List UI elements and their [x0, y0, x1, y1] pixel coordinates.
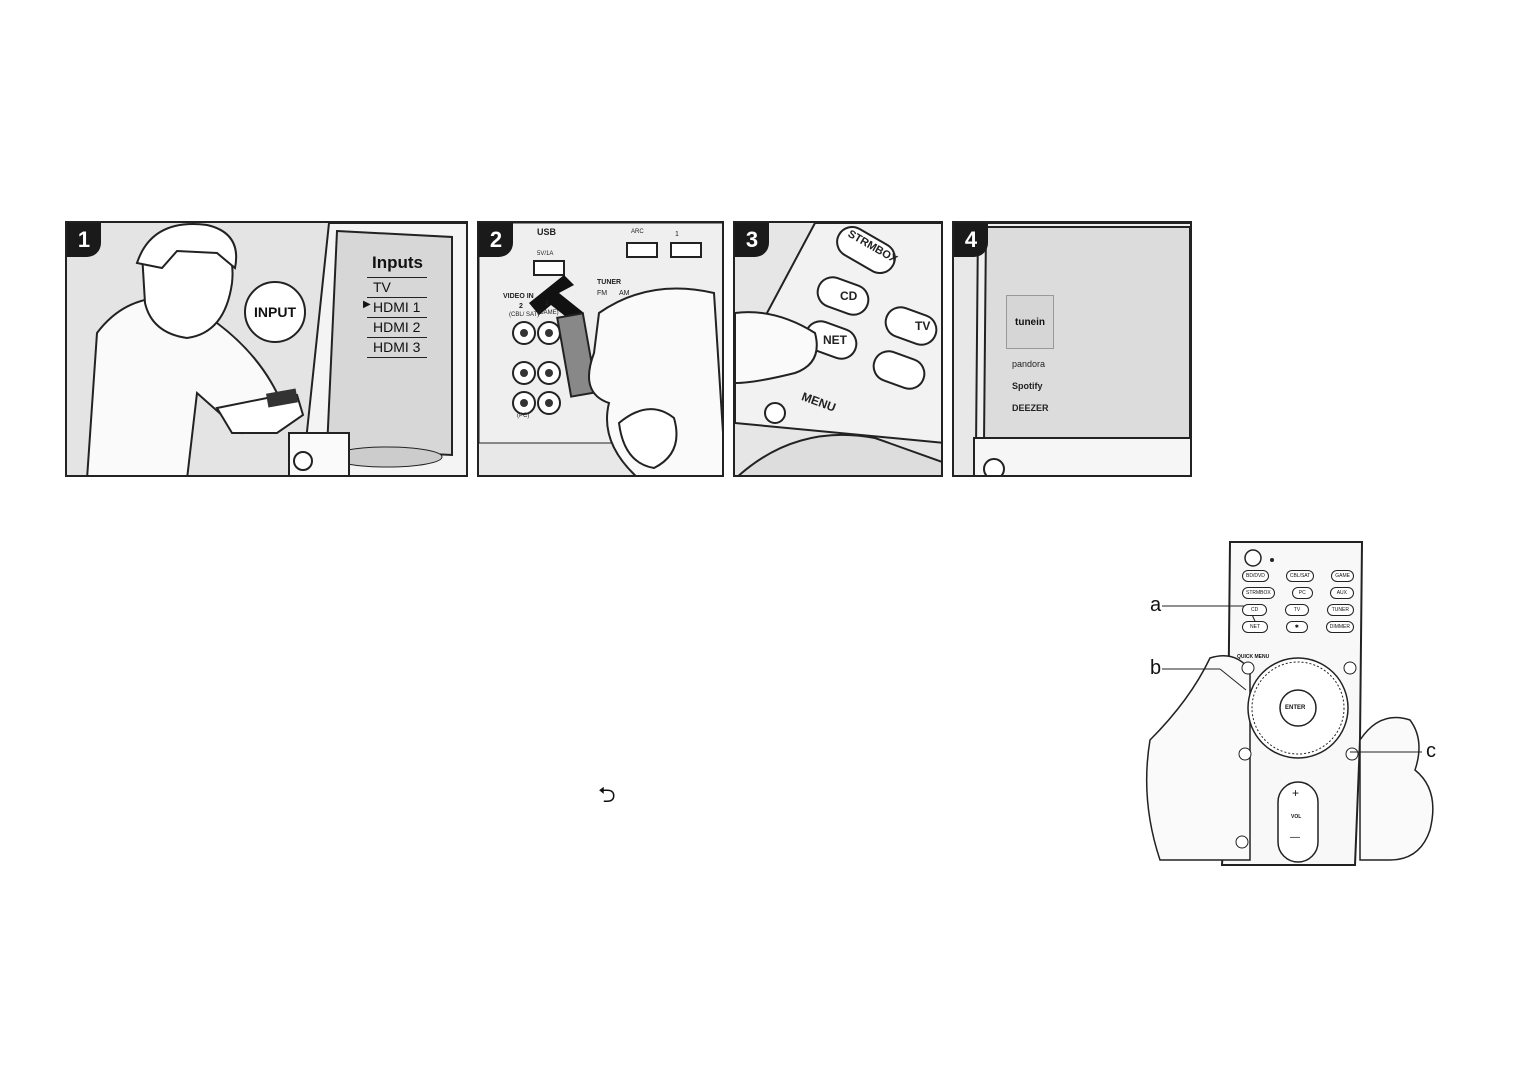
- enter-button[interactable]: ENTER: [1285, 705, 1306, 711]
- deezer-label: DEEZER: [1012, 403, 1049, 413]
- pc-label: (PC): [517, 413, 530, 419]
- cd-key: CD: [840, 289, 858, 303]
- input-item-tv: TV: [373, 279, 391, 295]
- step-3-illustration: 3 STRMBOX CD TV NET MENU: [733, 221, 943, 477]
- divider: [367, 357, 427, 358]
- usb-power-label: 5V/1A: [537, 251, 554, 257]
- arc-label: ARC: [631, 229, 644, 235]
- tv-key: TV: [915, 319, 931, 333]
- tunein-label: tunein: [1015, 316, 1045, 328]
- port-1-label: 1: [545, 300, 549, 307]
- step-1-illustration: 1 INPUT Inputs TV ▶ HDMI 1 HDMI 2 HDMI 3: [65, 221, 468, 477]
- aux-button[interactable]: AUX: [1329, 587, 1354, 599]
- return-icon: ⮌: [598, 782, 616, 807]
- quick-menu-label: QUICK MENU: [1237, 654, 1270, 660]
- step-number-badge: 2: [479, 223, 513, 257]
- video-in-label: VIDEO IN: [503, 293, 534, 300]
- tv-button[interactable]: TV: [1284, 604, 1310, 616]
- selected-arrow-icon: ▶: [363, 299, 371, 310]
- divider: [367, 337, 427, 338]
- callout-b: b: [1150, 657, 1162, 679]
- tuner-button[interactable]: TUNER: [1326, 604, 1354, 616]
- spotify-label: Spotify: [1012, 381, 1043, 391]
- bd-dvd-button[interactable]: BD/DVD: [1242, 570, 1269, 582]
- net-button[interactable]: NET: [1242, 621, 1268, 633]
- usb-rear-panel-drawing: [479, 223, 722, 475]
- tunein-tile: tunein: [1006, 295, 1054, 349]
- input-item-hdmi2: HDMI 2: [373, 319, 421, 335]
- input-item-hdmi3: HDMI 3: [373, 339, 421, 355]
- dimmer-button[interactable]: DIMMER: [1325, 621, 1354, 633]
- step-number-badge: 3: [735, 223, 769, 257]
- pc-button[interactable]: PC: [1291, 587, 1313, 599]
- am-label: AM: [619, 290, 630, 297]
- person-with-remote-drawing: [67, 223, 466, 475]
- cbl-sat-button[interactable]: CBL/SAT: [1285, 570, 1315, 582]
- hdmi-1-label: 1: [675, 231, 679, 238]
- volume-label: VOL: [1291, 814, 1302, 820]
- game-button[interactable]: GAME: [1331, 570, 1354, 582]
- input-callout: INPUT: [244, 281, 306, 343]
- input-item-hdmi1: HDMI 1: [373, 299, 421, 315]
- step-2-illustration: 2 USB 5V/1A VIDEO IN TUNER FM AM 2 (CBL/…: [477, 221, 724, 477]
- remote-close-up-drawing: [735, 223, 941, 475]
- pandora-label: pandora: [1012, 359, 1046, 369]
- remote-button-grid: BD/DVD CBL/SAT GAME STRMBOX PC AUX CD TV…: [1242, 570, 1354, 633]
- step-number-badge: 1: [67, 223, 101, 257]
- divider: [367, 317, 427, 318]
- callout-c: c: [1426, 740, 1436, 762]
- game-label: (GAME): [537, 310, 559, 316]
- volume-up-button[interactable]: +: [1292, 786, 1300, 800]
- inputs-title: Inputs: [372, 253, 423, 272]
- cd-button[interactable]: CD: [1242, 604, 1268, 616]
- usb-label: USB: [537, 227, 557, 237]
- step-number-badge: 4: [954, 223, 988, 257]
- port-2-label: 2: [519, 303, 523, 310]
- fm-label: FM: [597, 290, 608, 297]
- tv-services-drawing: [954, 223, 1190, 475]
- bluetooth-button[interactable]: ✱: [1285, 621, 1308, 633]
- divider: [367, 277, 427, 278]
- net-key: NET: [823, 333, 847, 347]
- step-4-illustration: 4 tunein pandora Spotify DEEZER: [952, 221, 1192, 477]
- volume-down-button[interactable]: —: [1290, 832, 1300, 843]
- tuner-label: TUNER: [597, 279, 622, 286]
- strmbox-button[interactable]: STRMBOX: [1242, 587, 1275, 599]
- cbl-sat-label: (CBL/ SAT): [509, 312, 540, 318]
- divider: [367, 297, 427, 298]
- callout-a: a: [1150, 594, 1162, 616]
